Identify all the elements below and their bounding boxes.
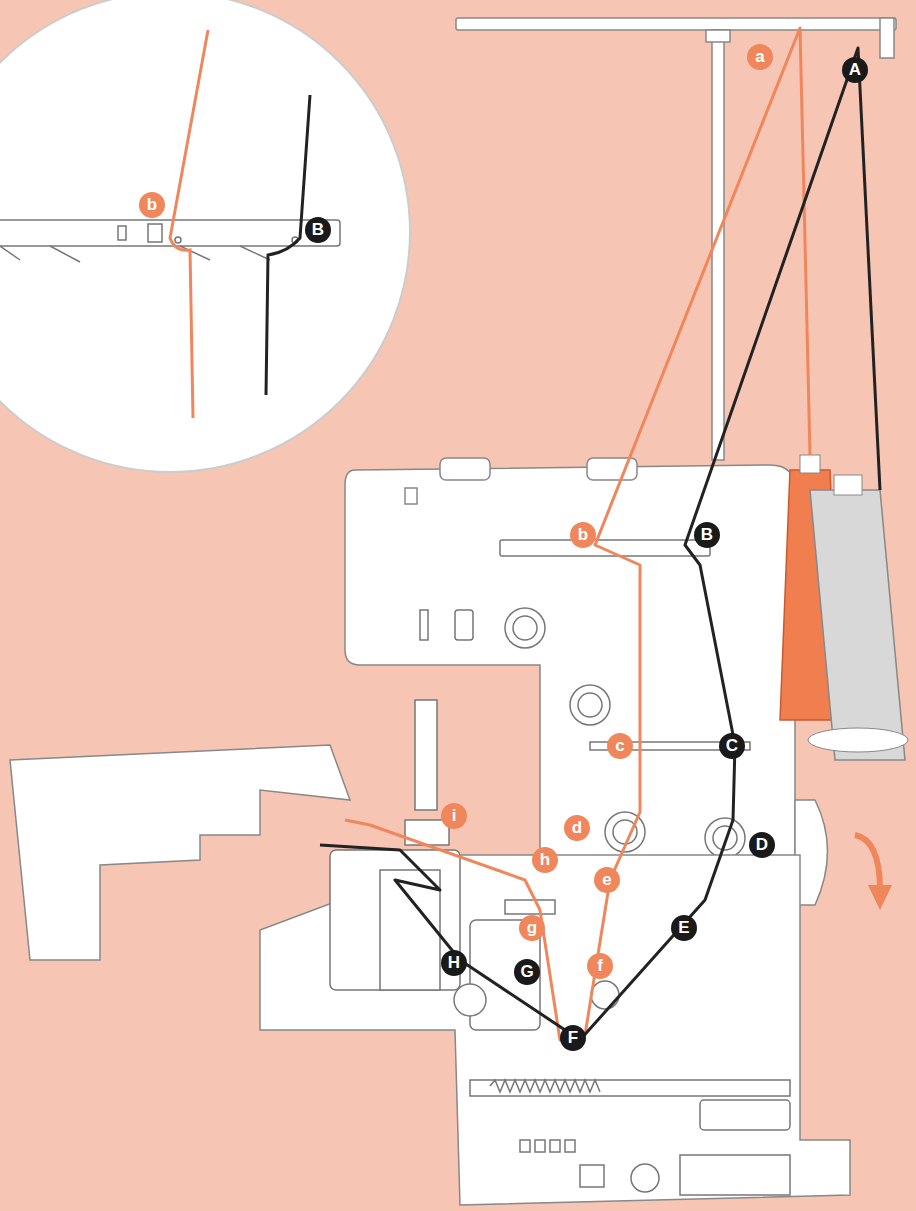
callout-letter: A (842, 57, 868, 83)
callout-letter: b (570, 522, 596, 548)
callout-letter: i (441, 803, 467, 829)
callout-letter: B (305, 217, 331, 243)
callout-letter: d (564, 815, 590, 841)
callout-letter: E (671, 915, 697, 941)
callout-letter: a (747, 44, 773, 70)
callout-letter: h (532, 847, 558, 873)
callout-letter: e (594, 867, 620, 893)
callout-letter: f (587, 953, 613, 979)
callout-letter: D (749, 832, 775, 858)
callout-letter: H (441, 950, 467, 976)
callout-letter: G (514, 959, 540, 985)
callout-letter: c (607, 733, 633, 759)
callout-letter: B (694, 522, 720, 548)
callout-letter: g (519, 915, 545, 941)
callout-letter: C (719, 733, 745, 759)
callout-letter: F (560, 1025, 586, 1051)
callout-letter: b (139, 192, 165, 218)
